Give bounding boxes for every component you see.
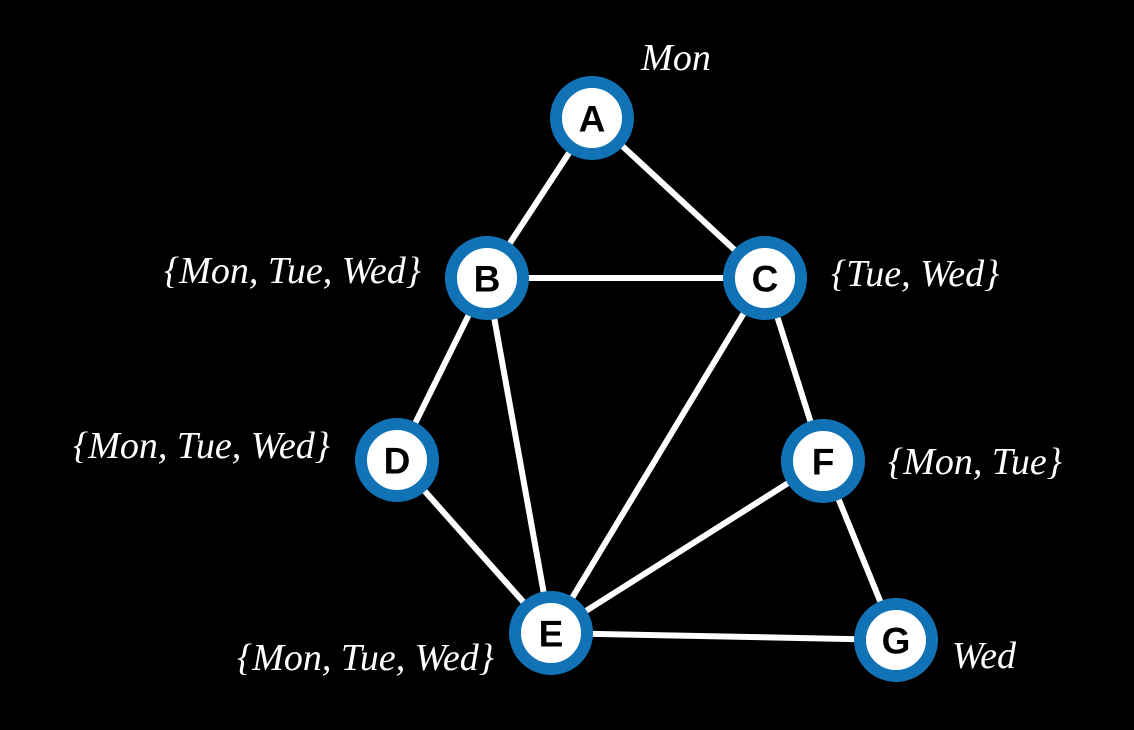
edge-E-F — [548, 458, 826, 636]
node-F-letter: F — [812, 441, 835, 482]
node-G-letter: G — [882, 620, 911, 661]
node-A-letter: A — [579, 98, 606, 139]
node-A — [550, 76, 634, 160]
node-E — [509, 591, 593, 675]
node-B — [445, 236, 529, 320]
node-G — [854, 598, 938, 682]
node-B-domain-label: {Mon, Tue, Wed} — [164, 250, 421, 292]
node-D — [355, 418, 439, 502]
node-F — [781, 419, 865, 503]
node-B-letter: B — [474, 258, 501, 299]
node-F-domain-label: {Mon, Tue} — [888, 441, 1062, 483]
edge-C-E — [548, 275, 768, 636]
node-G-domain-label: Wed — [952, 635, 1017, 677]
node-C-letter: C — [752, 258, 779, 299]
node-C-domain-label: {Tue, Wed} — [831, 253, 999, 295]
node-D-letter: D — [384, 440, 411, 481]
node-C — [723, 236, 807, 320]
edge-E-G — [548, 630, 899, 643]
node-E-domain-label: {Mon, Tue, Wed} — [237, 637, 494, 679]
edge-B-E — [484, 275, 554, 636]
node-E-letter: E — [539, 613, 564, 654]
node-D-domain-label: {Mon, Tue, Wed} — [73, 425, 330, 467]
node-A-domain-label: Mon — [640, 37, 711, 79]
